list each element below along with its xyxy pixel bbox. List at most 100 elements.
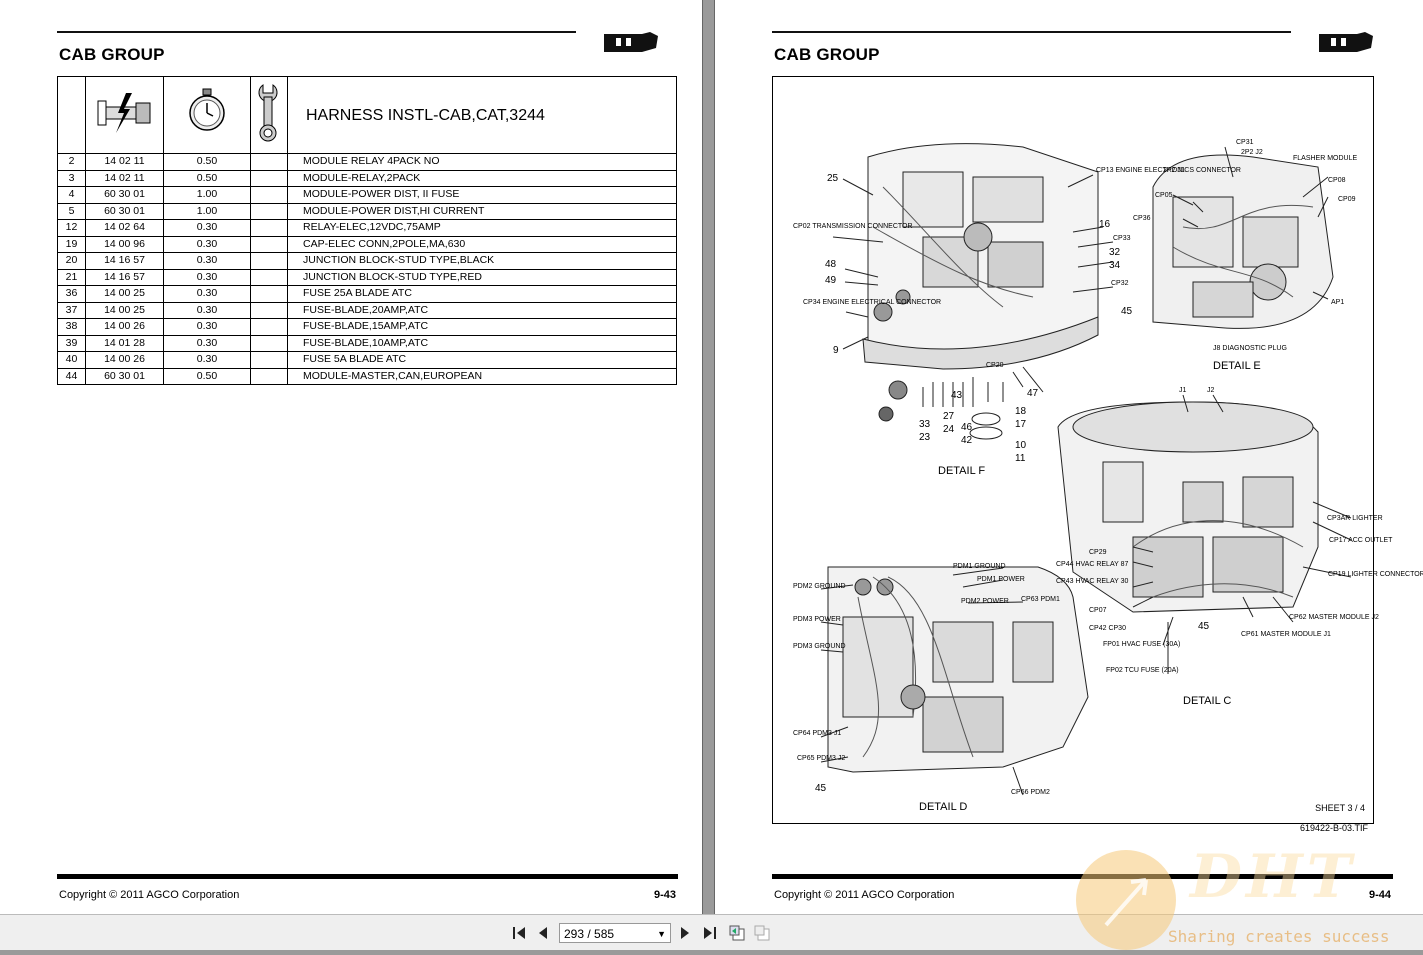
tool-cell xyxy=(250,318,288,336)
label-cp20: CP20 xyxy=(986,362,1004,369)
label-47: 47 xyxy=(1027,388,1039,399)
previous-view-icon[interactable] xyxy=(728,924,746,942)
tool-cell xyxy=(250,202,288,220)
label-j8: J8 DIAGNOSTIC PLUG xyxy=(1213,345,1287,352)
label-pdm3-ground: PDM3 GROUND xyxy=(793,643,846,650)
label-cp08: CP08 xyxy=(1328,177,1346,184)
item-cell: 12 xyxy=(57,219,86,237)
header-rule xyxy=(57,31,576,33)
label-11: 11 xyxy=(1015,453,1026,464)
label-flasher: FLASHER MODULE xyxy=(1293,155,1358,162)
header-time-cell xyxy=(163,76,251,154)
code-cell: 60 30 01 xyxy=(85,367,164,385)
item-cell: 40 xyxy=(57,351,86,369)
time-cell: 0.50 xyxy=(163,153,251,171)
code-cell: 14 00 25 xyxy=(85,285,164,303)
tool-cell xyxy=(250,186,288,204)
item-cell: 21 xyxy=(57,268,86,286)
label-33: 33 xyxy=(919,419,931,430)
tool-cell xyxy=(250,334,288,352)
description-cell: FUSE-BLADE,10AMP,ATC xyxy=(287,334,677,352)
page-number-input[interactable]: 293 / 585 ▼ xyxy=(559,923,671,943)
item-cell: 2 xyxy=(57,153,86,171)
label-pdm3-power: PDM3 POWER xyxy=(793,616,841,623)
next-view-icon[interactable] xyxy=(753,924,771,942)
code-cell: 14 00 26 xyxy=(85,351,164,369)
code-cell: 60 30 01 xyxy=(85,202,164,220)
label-cp61: CP61 MASTER MODULE J1 xyxy=(1241,631,1331,638)
time-cell: 0.30 xyxy=(163,334,251,352)
tool-cell xyxy=(250,268,288,286)
label-cp64: CP64 PDM3 J1 xyxy=(793,730,842,737)
label-pdm2-ground: PDM2 GROUND xyxy=(793,583,846,590)
label-pdm1-ground: PDM1 GROUND xyxy=(953,563,1006,570)
header-item-cell xyxy=(57,76,86,154)
item-cell: 5 xyxy=(57,202,86,220)
label-cp13: CP13 ENGINE ELECTRONICS CONNECTOR xyxy=(1096,167,1241,174)
next-page-icon[interactable] xyxy=(676,924,694,942)
label-10: 10 xyxy=(1015,440,1027,451)
label-cp02: CP02 TRANSMISSION CONNECTOR xyxy=(793,223,913,230)
label-cp42: CP42 CP30 xyxy=(1089,625,1126,632)
harness-connector-icon xyxy=(97,92,150,133)
wiring-diagram-figure: 25 CP02 TRANSMISSION CONNECTOR 48 49 CP3… xyxy=(772,76,1423,824)
description-cell: CAP-ELEC CONN,2POLE,MA,630 xyxy=(287,235,677,253)
label-cp29: CP29 xyxy=(1089,549,1107,556)
description-cell: FUSE 25A BLADE ATC xyxy=(287,285,677,303)
tool-cell xyxy=(250,351,288,369)
label-cp62: CP62 MASTER MODULE J2 xyxy=(1289,614,1379,621)
first-page-icon[interactable] xyxy=(510,924,528,942)
watermark-brand: DHT xyxy=(1190,842,1356,912)
code-cell: 60 30 01 xyxy=(85,186,164,204)
item-cell: 38 xyxy=(57,318,86,336)
tool-cell xyxy=(250,252,288,270)
tool-cell xyxy=(250,169,288,187)
item-cell: 20 xyxy=(57,252,86,270)
label-cp34: CP34 ENGINE ELECTRICAL CONNECTOR xyxy=(803,299,941,306)
previous-page-icon[interactable] xyxy=(534,924,552,942)
header-harness-cell xyxy=(85,76,164,154)
time-cell: 0.50 xyxy=(163,367,251,385)
detail-f-caption: DETAIL F xyxy=(938,465,986,477)
label-pdm2-power: PDM2 POWER xyxy=(961,598,1009,605)
label-45-d: 45 xyxy=(815,783,827,794)
last-page-icon[interactable] xyxy=(701,924,719,942)
code-cell: 14 02 64 xyxy=(85,219,164,237)
item-cell: 19 xyxy=(57,235,86,253)
label-fp01: FP01 HVAC FUSE (30A) xyxy=(1103,641,1181,648)
label-cp65: CP65 PDM3 J2 xyxy=(797,755,846,762)
item-cell: 44 xyxy=(57,367,86,385)
label-cp31: CP31 xyxy=(1236,139,1254,146)
item-cell: 36 xyxy=(57,285,86,303)
description-cell: JUNCTION BLOCK-STUD TYPE,RED xyxy=(287,268,677,286)
code-cell: 14 02 11 xyxy=(85,169,164,187)
label-45-e: 45 xyxy=(1121,306,1133,317)
header-rule xyxy=(772,31,1291,33)
time-cell: 0.30 xyxy=(163,318,251,336)
label-pdm1-power: PDM1 POWER xyxy=(977,576,1025,583)
label-18: 18 xyxy=(1015,406,1027,417)
label-34: 34 xyxy=(1109,260,1121,271)
sheet-number: SHEET 3 / 4 xyxy=(1315,803,1365,813)
label-fp02: FP02 TCU FUSE (20A) xyxy=(1106,667,1179,674)
label-16: 16 xyxy=(1099,219,1111,230)
description-cell: MODULE-POWER DIST,HI CURRENT xyxy=(287,202,677,220)
item-cell: 3 xyxy=(57,169,86,187)
time-cell: 0.30 xyxy=(163,351,251,369)
code-cell: 14 01 28 xyxy=(85,334,164,352)
tool-cell xyxy=(250,235,288,253)
watermark-slogan: Sharing creates success xyxy=(1168,927,1390,946)
label-48: 48 xyxy=(825,259,837,270)
label-cp43: CP43 HVAC RELAY 30 xyxy=(1056,578,1129,585)
chevron-down-icon[interactable]: ▼ xyxy=(657,929,666,939)
label-cp32: CP32 xyxy=(1111,280,1129,287)
